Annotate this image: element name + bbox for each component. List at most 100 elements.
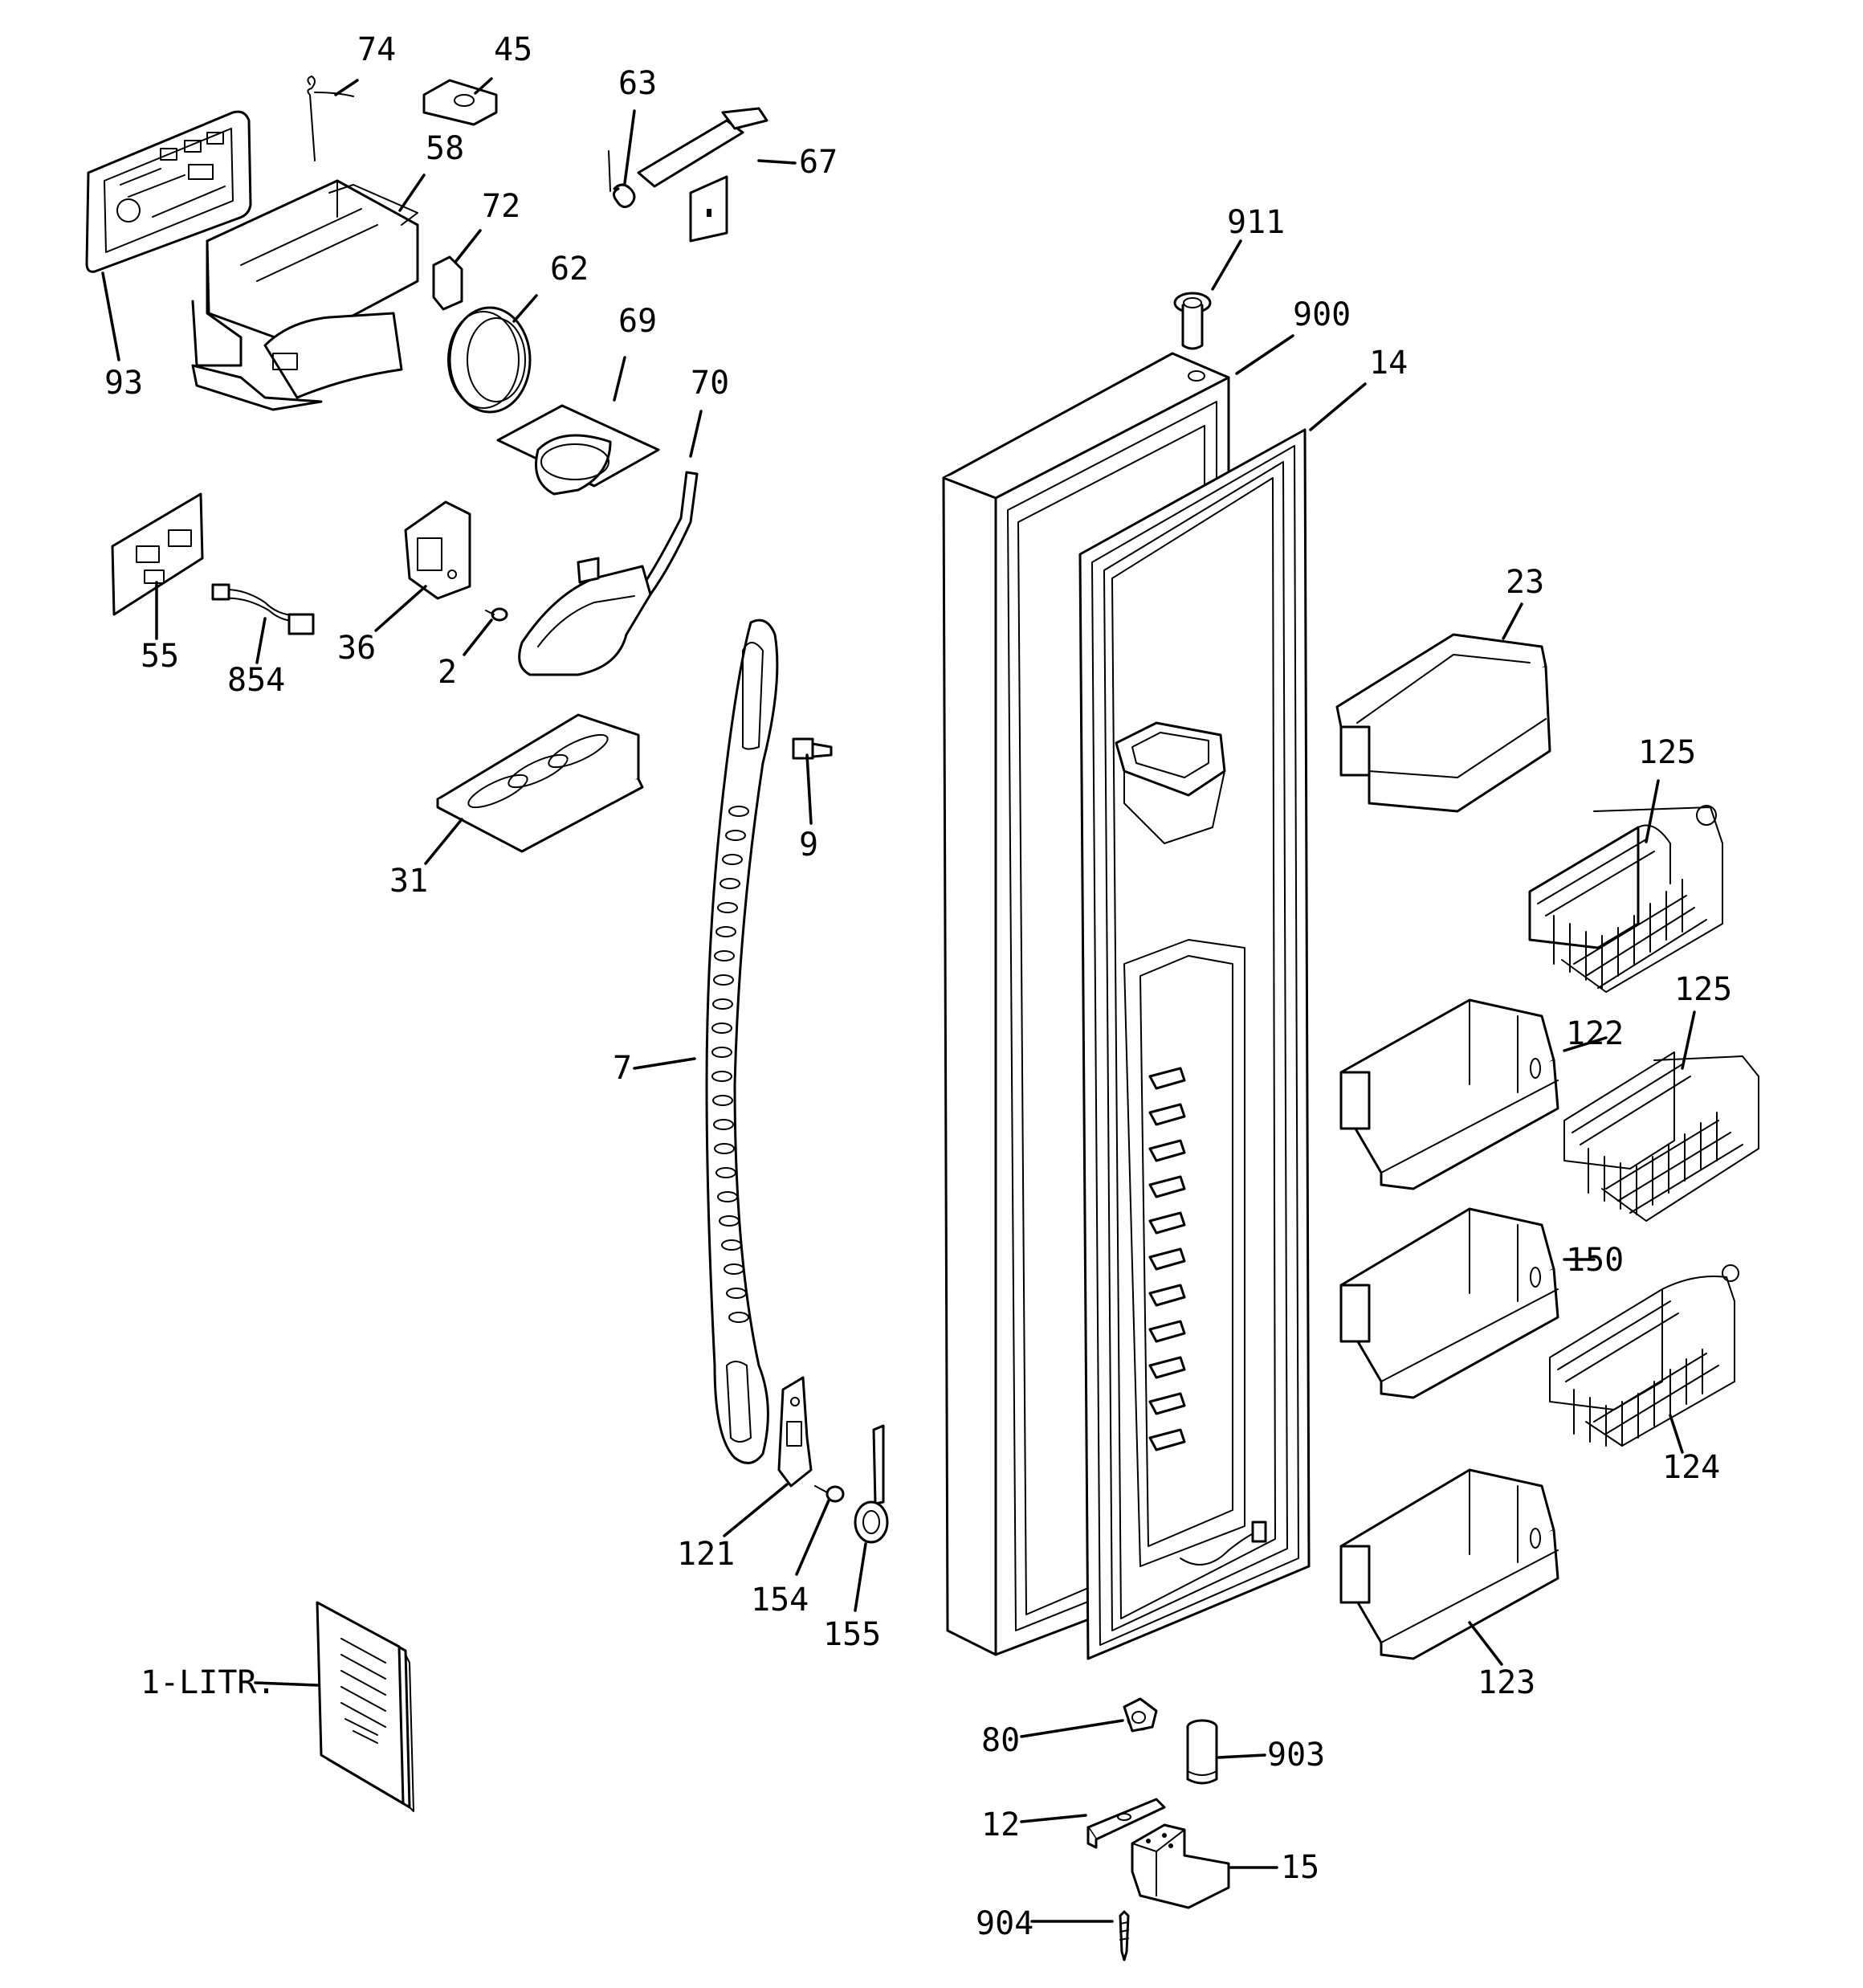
part-45-bracket: [422, 79, 498, 126]
leader-72: [455, 229, 482, 263]
label-900: 900: [1293, 296, 1351, 333]
part-23-door-bin: [1335, 633, 1551, 813]
part-125-wire-basket-lower: [1563, 1051, 1759, 1222]
part-7-handle: [705, 618, 779, 1464]
label-2: 2: [438, 654, 457, 691]
leader-7: [633, 1057, 696, 1070]
part-904-screw: [1119, 1910, 1130, 1961]
part-150-door-bin: [1339, 1207, 1559, 1399]
label-93: 93: [104, 365, 143, 402]
handle-grip-ridges: [711, 806, 749, 1323]
part-2-screw: [485, 607, 508, 622]
leader-9: [805, 753, 813, 825]
leader-125b: [1681, 1010, 1696, 1070]
leader-69: [613, 356, 626, 402]
leader-903: [1217, 1753, 1266, 1759]
label-150: 150: [1566, 1242, 1624, 1279]
leader-70: [689, 410, 703, 458]
label-72: 72: [482, 188, 520, 225]
part-125-wire-basket-upper: [1528, 805, 1723, 993]
leader-93: [101, 271, 120, 361]
label-63: 63: [618, 65, 657, 102]
part-154-screw: [814, 1485, 845, 1503]
part-31-drip-tray: [436, 713, 644, 853]
part-123-door-bin: [1339, 1468, 1559, 1660]
label-122: 122: [1566, 1015, 1624, 1052]
label-70: 70: [691, 365, 729, 402]
label-23: 23: [1506, 564, 1544, 601]
part-36-bracket: [404, 500, 471, 600]
callout-labels: 74 45 63 67 58 72 62 93 69 70 911 900 14…: [104, 31, 1732, 1942]
leader-74: [334, 79, 359, 96]
part-12-hinge-plate: [1086, 1798, 1166, 1849]
label-904: 904: [976, 1905, 1033, 1942]
leader-154: [795, 1499, 830, 1576]
leader-45: [474, 77, 493, 95]
label-58: 58: [426, 130, 464, 167]
part-93-control-panel: [85, 110, 252, 273]
label-74: 74: [357, 31, 396, 68]
label-55: 55: [141, 638, 179, 675]
label-9: 9: [799, 827, 818, 863]
part-124-wire-basket: [1549, 1264, 1739, 1447]
label-903: 903: [1267, 1737, 1325, 1774]
leader-125a: [1645, 779, 1660, 843]
leader-36: [374, 585, 427, 632]
leader-1litr: [254, 1681, 319, 1687]
leader-80: [1020, 1719, 1124, 1738]
label-45: 45: [494, 31, 532, 68]
part-72-switch: [432, 255, 463, 311]
label-124: 124: [1662, 1449, 1720, 1486]
label-7: 7: [613, 1050, 632, 1087]
label-80: 80: [981, 1722, 1020, 1759]
label-125-lower: 125: [1674, 971, 1732, 1008]
part-80-bushing: [1123, 1697, 1158, 1733]
liner-shelf-tabs: [1148, 1067, 1186, 1451]
leader-122: [1563, 1036, 1608, 1052]
label-62: 62: [550, 251, 589, 288]
part-121-handle-bracket: [777, 1376, 813, 1488]
label-31: 31: [389, 863, 428, 900]
part-903-hinge-pin: [1186, 1719, 1218, 1785]
part-911-bushing: [1173, 292, 1212, 350]
leader-911: [1211, 239, 1242, 291]
part-62-ring: [447, 306, 532, 414]
leader-854: [255, 617, 267, 664]
part-69-funnel: [496, 404, 660, 496]
part-9-mounting-stud: [792, 737, 833, 760]
leader-12: [1020, 1814, 1087, 1823]
label-36: 36: [337, 630, 376, 667]
label-155: 155: [823, 1616, 881, 1653]
leader-123: [1468, 1621, 1503, 1666]
part-55-switch-plate: [111, 492, 204, 616]
part-67-actuator: [637, 107, 768, 243]
part-14-door-liner-gasket: [1078, 428, 1311, 1660]
part-122-door-bin: [1339, 998, 1559, 1190]
leader-31: [424, 818, 463, 865]
label-67: 67: [799, 144, 838, 181]
label-854: 854: [227, 662, 285, 699]
leader-58: [398, 173, 426, 212]
part-15-bottom-hinge: [1131, 1823, 1230, 1909]
label-69: 69: [618, 303, 657, 340]
label-14: 14: [1369, 345, 1408, 382]
label-911: 911: [1227, 204, 1285, 241]
part-70-dispenser-arm: [518, 471, 699, 676]
leader-23: [1502, 602, 1523, 640]
label-121: 121: [677, 1536, 735, 1573]
label-125-upper: 125: [1638, 734, 1696, 771]
leader-67: [757, 159, 797, 165]
leader-155: [854, 1542, 867, 1612]
part-1-litr-literature: [316, 1601, 414, 1812]
leader-121: [723, 1483, 789, 1537]
leader-62: [512, 294, 538, 323]
part-63-spring: [608, 150, 636, 209]
leader-124: [1669, 1414, 1684, 1454]
label-15: 15: [1281, 1849, 1319, 1886]
part-155-tool: [854, 1424, 889, 1544]
leader-lines: [101, 77, 1696, 1923]
label-154: 154: [751, 1582, 809, 1619]
leader-2: [463, 618, 493, 656]
part-58-dispenser-housing: [191, 179, 419, 411]
